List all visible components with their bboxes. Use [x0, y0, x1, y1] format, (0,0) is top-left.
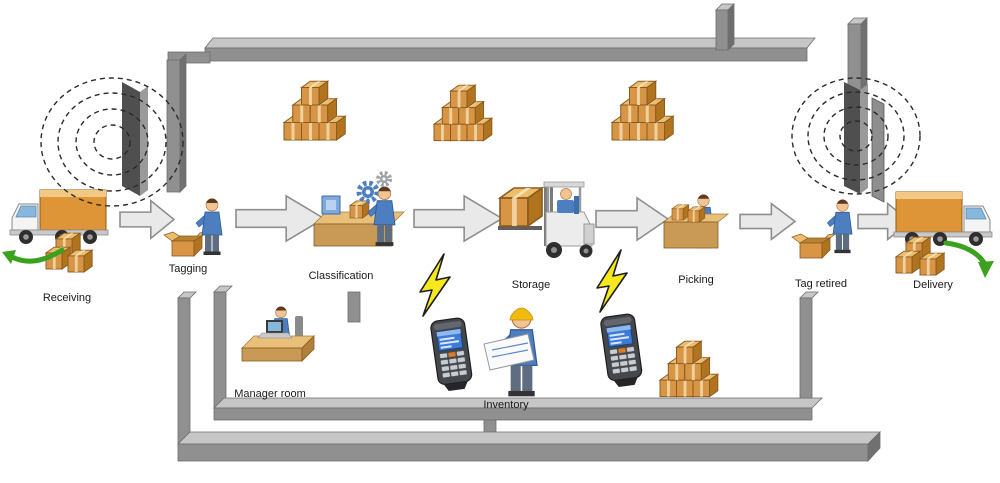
receiving-truck — [9, 189, 109, 245]
inventory-scanner-1 — [429, 316, 475, 393]
picking-station — [662, 194, 730, 249]
label-tag-retired: Tag retired — [795, 278, 847, 290]
classification-station — [313, 171, 405, 247]
lightning-bolt-icon — [596, 249, 628, 313]
gear-small-icon — [376, 171, 392, 187]
label-tagging: Tagging — [168, 263, 208, 275]
lightning-bolt-icon — [419, 253, 451, 317]
flow-arrow-1 — [119, 199, 175, 240]
label-picking: Picking — [678, 274, 714, 286]
label-receiving: Receiving — [42, 292, 92, 304]
tag-retired-worker — [826, 199, 853, 254]
flow-arrow-3 — [413, 195, 503, 242]
green-arrow-delivery-icon — [943, 240, 994, 278]
label-manager-room: Manager room — [234, 388, 306, 400]
carton-stack-3 — [612, 81, 673, 140]
green-arrow-receiving-icon — [2, 247, 65, 264]
flow-arrow-2 — [235, 195, 325, 242]
label-inventory: Inventory — [483, 399, 529, 411]
flow-arrow-5 — [739, 202, 796, 241]
carton-stack-2 — [434, 85, 492, 140]
manager-room — [241, 306, 315, 362]
inventory-worker — [483, 307, 538, 398]
carton-stack-1 — [284, 81, 345, 140]
gear-icon — [356, 180, 380, 204]
warehouse-walls — [166, 3, 881, 463]
storage-forklift — [498, 181, 595, 258]
rfid-gate-right — [791, 77, 921, 203]
tagging-station — [163, 198, 223, 257]
rfid-gate-left — [40, 77, 184, 207]
label-classification: Classification — [308, 270, 374, 282]
label-storage: Storage — [511, 279, 551, 291]
inventory-scanner-2 — [599, 312, 645, 389]
label-delivery: Delivery — [913, 279, 953, 291]
carton-stack-4 — [660, 341, 718, 396]
flow-arrow-4 — [595, 197, 669, 241]
tag-retired-station — [791, 199, 853, 259]
delivery-truck — [893, 191, 993, 247]
